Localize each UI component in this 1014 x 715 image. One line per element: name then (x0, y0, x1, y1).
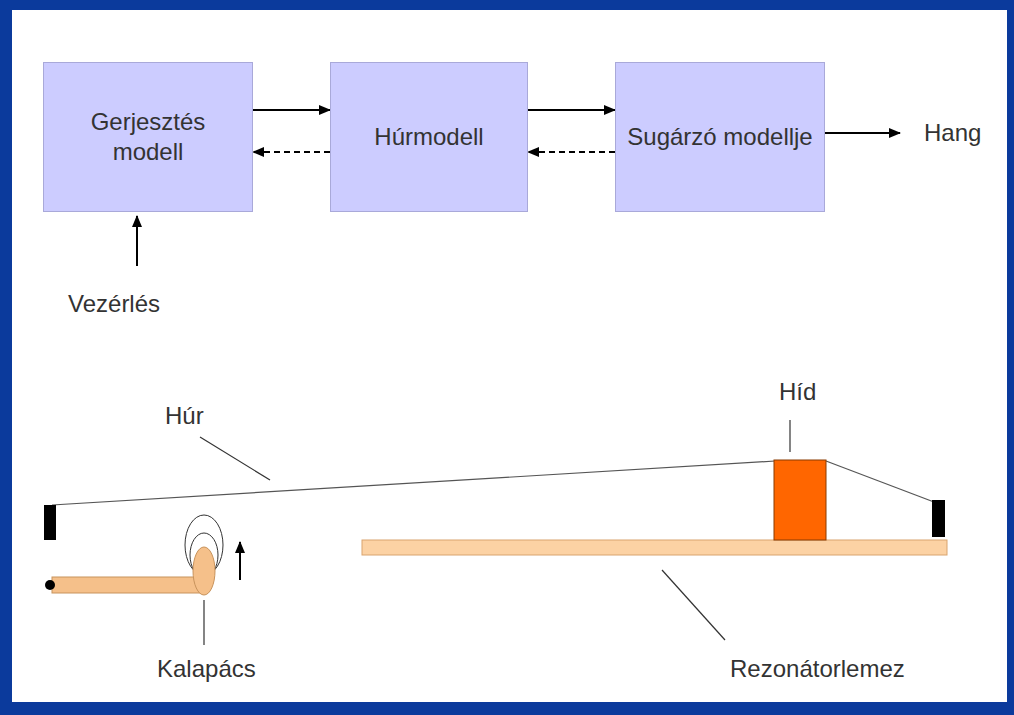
string-end (826, 461, 934, 502)
model-box: Gerjesztés modell (43, 62, 253, 212)
hammer-pivot (45, 580, 55, 590)
leader-line (789, 420, 790, 452)
left-termination (44, 505, 56, 540)
box-text: Sugárzó modellje (617, 122, 822, 152)
part-label: Híd (777, 378, 818, 406)
leader-line (200, 437, 270, 480)
motion-arrow (239, 542, 241, 580)
control-arrow (136, 216, 138, 266)
right-termination (932, 500, 945, 537)
part-label: Hang (922, 119, 983, 147)
feedback-arrow (528, 151, 615, 153)
model-box: Sugárzó modellje (615, 62, 825, 212)
leader-line (203, 600, 204, 645)
bridge (774, 460, 826, 540)
soundboard (362, 540, 947, 555)
leader-line (662, 570, 725, 640)
feedback-arrow (253, 151, 330, 153)
box-text: Gerjesztés modell (44, 107, 252, 167)
output-arrow (816, 132, 900, 134)
hammer-shaft (52, 577, 204, 593)
string (52, 461, 775, 505)
signal-arrow (528, 109, 615, 111)
model-box: Húrmodell (330, 62, 528, 212)
box-text: Húrmodell (364, 122, 493, 152)
part-label: Húr (163, 402, 206, 430)
part-label: Vezérlés (66, 290, 162, 318)
hammer-head (193, 547, 215, 595)
signal-arrow (253, 109, 330, 111)
part-label: Kalapács (155, 655, 258, 683)
part-label: Rezonátorlemez (728, 655, 907, 683)
